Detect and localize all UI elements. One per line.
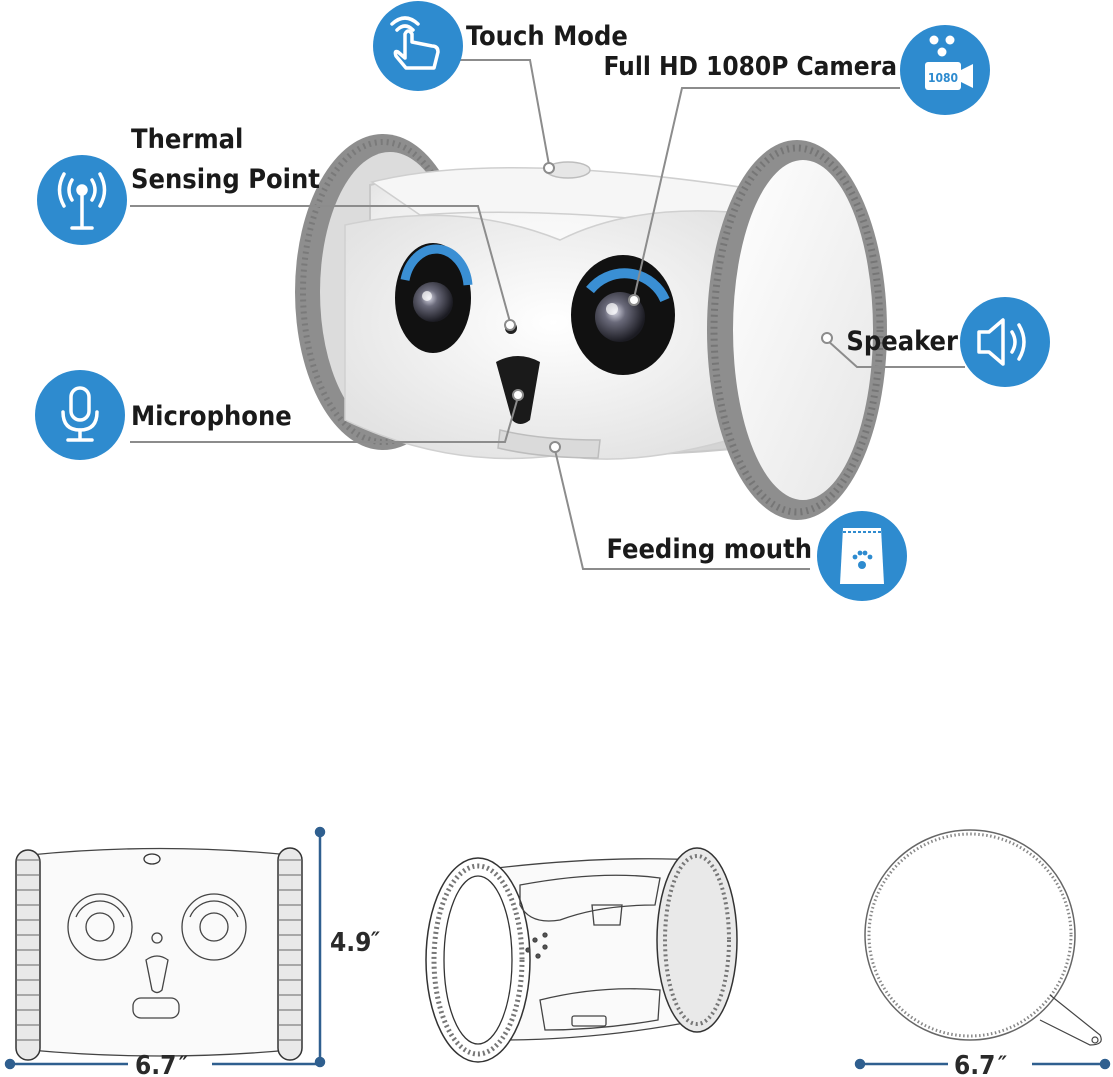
microphone-leader xyxy=(130,396,519,443)
microphone-icon xyxy=(61,386,99,442)
thermal-leader xyxy=(130,205,511,323)
feeding-mouth-label: Feeding mouth xyxy=(606,534,812,565)
thermal-callout: Thermal Sensing Point xyxy=(37,124,320,245)
side-width-unit: ″ xyxy=(998,1053,1007,1077)
antenna-signal-icon xyxy=(57,172,107,230)
microphone-callout: Microphone xyxy=(35,370,292,460)
angled-view-drawing xyxy=(425,847,738,1063)
touch-mode-label: Touch Mode xyxy=(466,21,628,52)
speaker-callout: Speaker xyxy=(846,297,1050,387)
side-width-dimension xyxy=(854,1058,1111,1070)
touch-mode-callout: Touch Mode xyxy=(373,1,628,91)
speaker-leader xyxy=(826,339,965,368)
feeding-mouth-callout: Feeding mouth xyxy=(606,511,907,601)
left-eye xyxy=(395,243,473,353)
height-value: 4.9 xyxy=(330,928,371,958)
front-width-unit: ″ xyxy=(179,1053,188,1077)
front-view-drawing xyxy=(15,847,303,1061)
hand-tap-icon xyxy=(390,16,440,70)
microphone-label: Microphone xyxy=(131,401,292,432)
right-eye xyxy=(571,255,675,375)
camera-callout: 1080 Full HD 1080P Camera xyxy=(603,25,990,115)
thermal-label-line1: Thermal xyxy=(131,124,243,155)
camera-leader xyxy=(633,87,900,299)
leader-lines xyxy=(130,59,965,570)
front-width-dimension xyxy=(4,1058,320,1070)
feeding-mouth-leader xyxy=(554,449,810,570)
robot-illustration xyxy=(295,134,887,520)
speaker-icon xyxy=(977,318,1026,366)
side-view-drawing xyxy=(864,829,1102,1046)
touch-mode-leader xyxy=(458,59,550,166)
side-width-value: 6.7 xyxy=(954,1051,995,1077)
video-camera-1080-icon: 1080 xyxy=(925,35,973,90)
pet-food-bag-icon xyxy=(840,528,884,584)
right-wheel xyxy=(707,140,887,520)
front-width-value: 6.7 xyxy=(135,1051,176,1077)
thermal-label-line2: Sensing Point xyxy=(131,164,320,195)
height-unit: ″ xyxy=(371,929,380,954)
height-dimension xyxy=(314,826,326,1068)
camera-label: Full HD 1080P Camera xyxy=(603,52,897,82)
camera-badge-text: 1080 xyxy=(928,71,958,85)
speaker-label: Speaker xyxy=(846,326,958,357)
